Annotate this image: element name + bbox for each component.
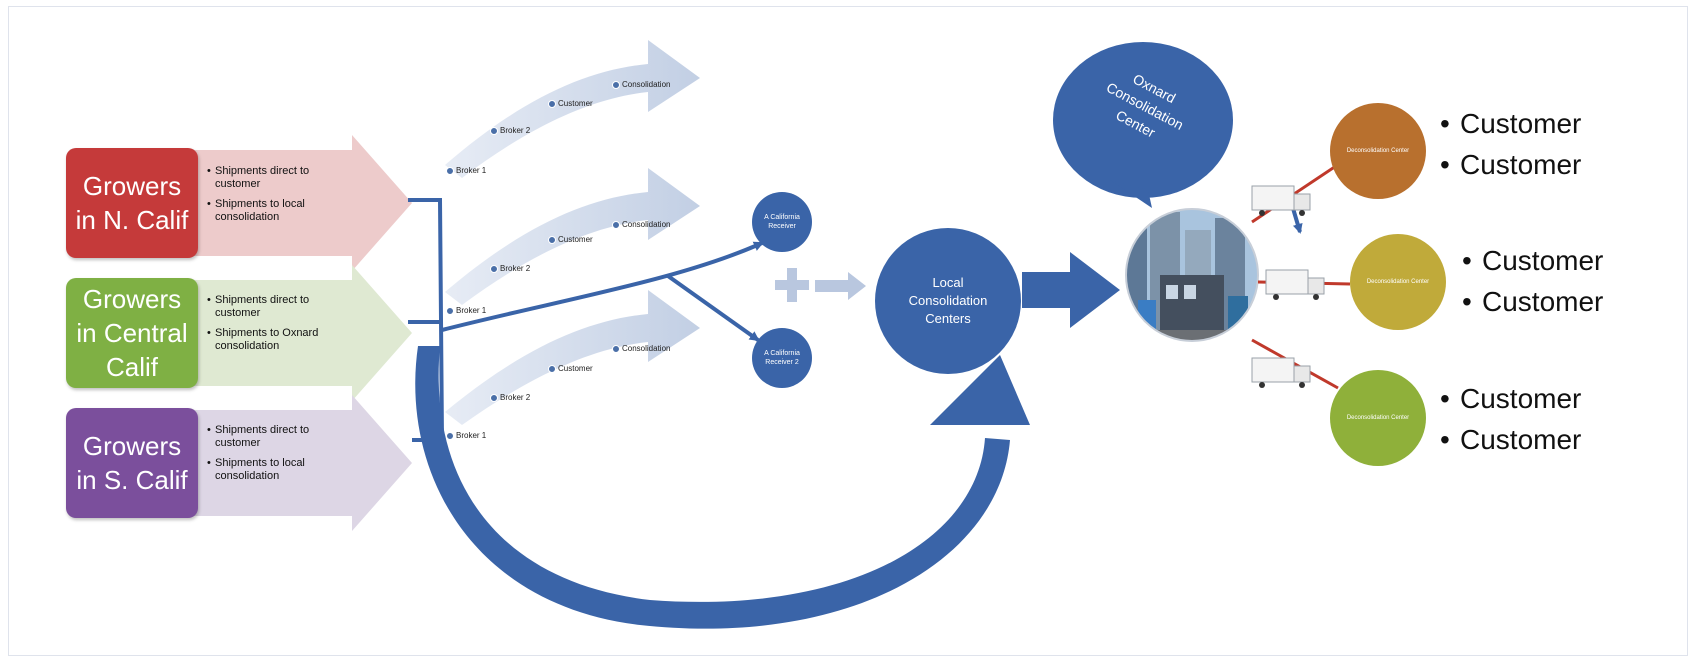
broker-1-label: Broker 1 <box>446 306 486 315</box>
grower-label: Growers in S. Calif <box>76 431 188 495</box>
truck-icon <box>1265 269 1325 300</box>
to-oxnard-arrow <box>1022 252 1120 328</box>
bullet-dot <box>490 126 498 135</box>
truck-icon <box>1251 357 1311 388</box>
grower-box-north: Growers in N. Calif <box>66 148 198 258</box>
bullet-dot <box>446 431 454 440</box>
consolidation-label: Consolidation <box>612 344 670 353</box>
customer-item: Customer <box>1440 419 1581 460</box>
deconsolidation-center-1: Deconsolidation Center <box>1330 103 1426 199</box>
truck-icon <box>1251 185 1311 216</box>
bullet-dot <box>612 220 620 229</box>
bullet-dot <box>446 306 454 315</box>
label-text: Broker 2 <box>500 393 531 402</box>
customer-label: Customer <box>548 235 593 244</box>
label-text: Consolidation <box>622 220 671 229</box>
deconsolidation-label: Deconsolidation Center <box>1346 148 1410 154</box>
local-consolidation-center: Local Consolidation Centers <box>875 228 1021 374</box>
grower-label: Growers in Central Calif <box>76 284 188 382</box>
receiver-circle-bottom: A California Receiver 2 <box>752 328 812 388</box>
label-text: Broker 2 <box>500 264 531 273</box>
shipment-item: Shipments direct to customer <box>207 424 357 450</box>
deconsolidation-label: Deconsolidation Center <box>1346 415 1410 421</box>
bullet-dot <box>612 344 620 353</box>
bullet-dot <box>612 80 620 89</box>
shipment-item: Shipments to Oxnard consolidation <box>207 327 357 353</box>
receiver-label: A California Receiver <box>764 214 800 230</box>
building-photo <box>1125 208 1259 342</box>
bullet-dot <box>490 393 498 402</box>
oxnard-bubble <box>1053 42 1233 208</box>
customer-item: Customer <box>1462 281 1603 322</box>
bullet-dot <box>548 99 556 108</box>
grower-box-central: Growers in Central Calif <box>66 278 198 388</box>
deconsolidation-label: Deconsolidation Center <box>1366 279 1430 285</box>
label-text: Customer <box>558 99 593 108</box>
local-center-label: Local Consolidation Centers <box>908 275 988 326</box>
consolidation-label: Consolidation <box>612 80 670 89</box>
grower-box-south: Growers in S. Calif <box>66 408 198 518</box>
big-curved-arrow <box>415 346 1030 629</box>
broker-1-label: Broker 1 <box>446 431 486 440</box>
bullet-dot <box>548 364 556 373</box>
grower-label: Growers in N. Calif <box>75 171 189 235</box>
customer-item: Customer <box>1440 378 1581 419</box>
label-text: Broker 1 <box>456 431 487 440</box>
plus-sign <box>775 268 809 302</box>
broker-2-label: Broker 2 <box>490 264 530 273</box>
bullet-dot <box>490 264 498 273</box>
bullet-dot <box>548 235 556 244</box>
broker-2-label: Broker 2 <box>490 126 530 135</box>
label-text: Broker 1 <box>456 306 487 315</box>
small-right-arrow <box>815 272 866 300</box>
deconsolidation-center-3: Deconsolidation Center <box>1330 370 1426 466</box>
customer-item: Customer <box>1462 240 1603 281</box>
customer-list-1: Customer Customer <box>1440 103 1581 185</box>
label-text: Consolidation <box>622 344 671 353</box>
label-text: Broker 2 <box>500 126 531 135</box>
diagram-frame <box>8 6 1688 656</box>
label-text: Customer <box>558 364 593 373</box>
label-text: Consolidation <box>622 80 671 89</box>
customer-list-3: Customer Customer <box>1440 378 1581 460</box>
shipment-item: Shipments direct to customer <box>207 165 357 191</box>
broker-2-label: Broker 2 <box>490 393 530 402</box>
south-shipment-list: Shipments direct to customer Shipments t… <box>207 424 357 490</box>
central-shipment-list: Shipments direct to customer Shipments t… <box>207 294 357 360</box>
north-shipment-list: Shipments direct to customer Shipments t… <box>207 165 357 231</box>
deconsolidation-center-2: Deconsolidation Center <box>1350 234 1446 330</box>
customer-label: Customer <box>548 364 593 373</box>
consolidation-label: Consolidation <box>612 220 670 229</box>
shipment-item: Shipments to local consolidation <box>207 198 357 224</box>
customer-item: Customer <box>1440 144 1581 185</box>
receiver-label: A California Receiver 2 <box>764 350 800 366</box>
bullet-dot <box>446 166 454 175</box>
shipment-item: Shipments to local consolidation <box>207 457 357 483</box>
shipment-item: Shipments direct to customer <box>207 294 357 320</box>
label-text: Broker 1 <box>456 166 487 175</box>
broker-1-label: Broker 1 <box>446 166 486 175</box>
broker-chevrons <box>445 40 700 425</box>
receiver-circle-top: A California Receiver <box>752 192 812 252</box>
label-text: Customer <box>558 235 593 244</box>
customer-item: Customer <box>1440 103 1581 144</box>
customer-list-2: Customer Customer <box>1462 240 1603 322</box>
customer-label: Customer <box>548 99 593 108</box>
